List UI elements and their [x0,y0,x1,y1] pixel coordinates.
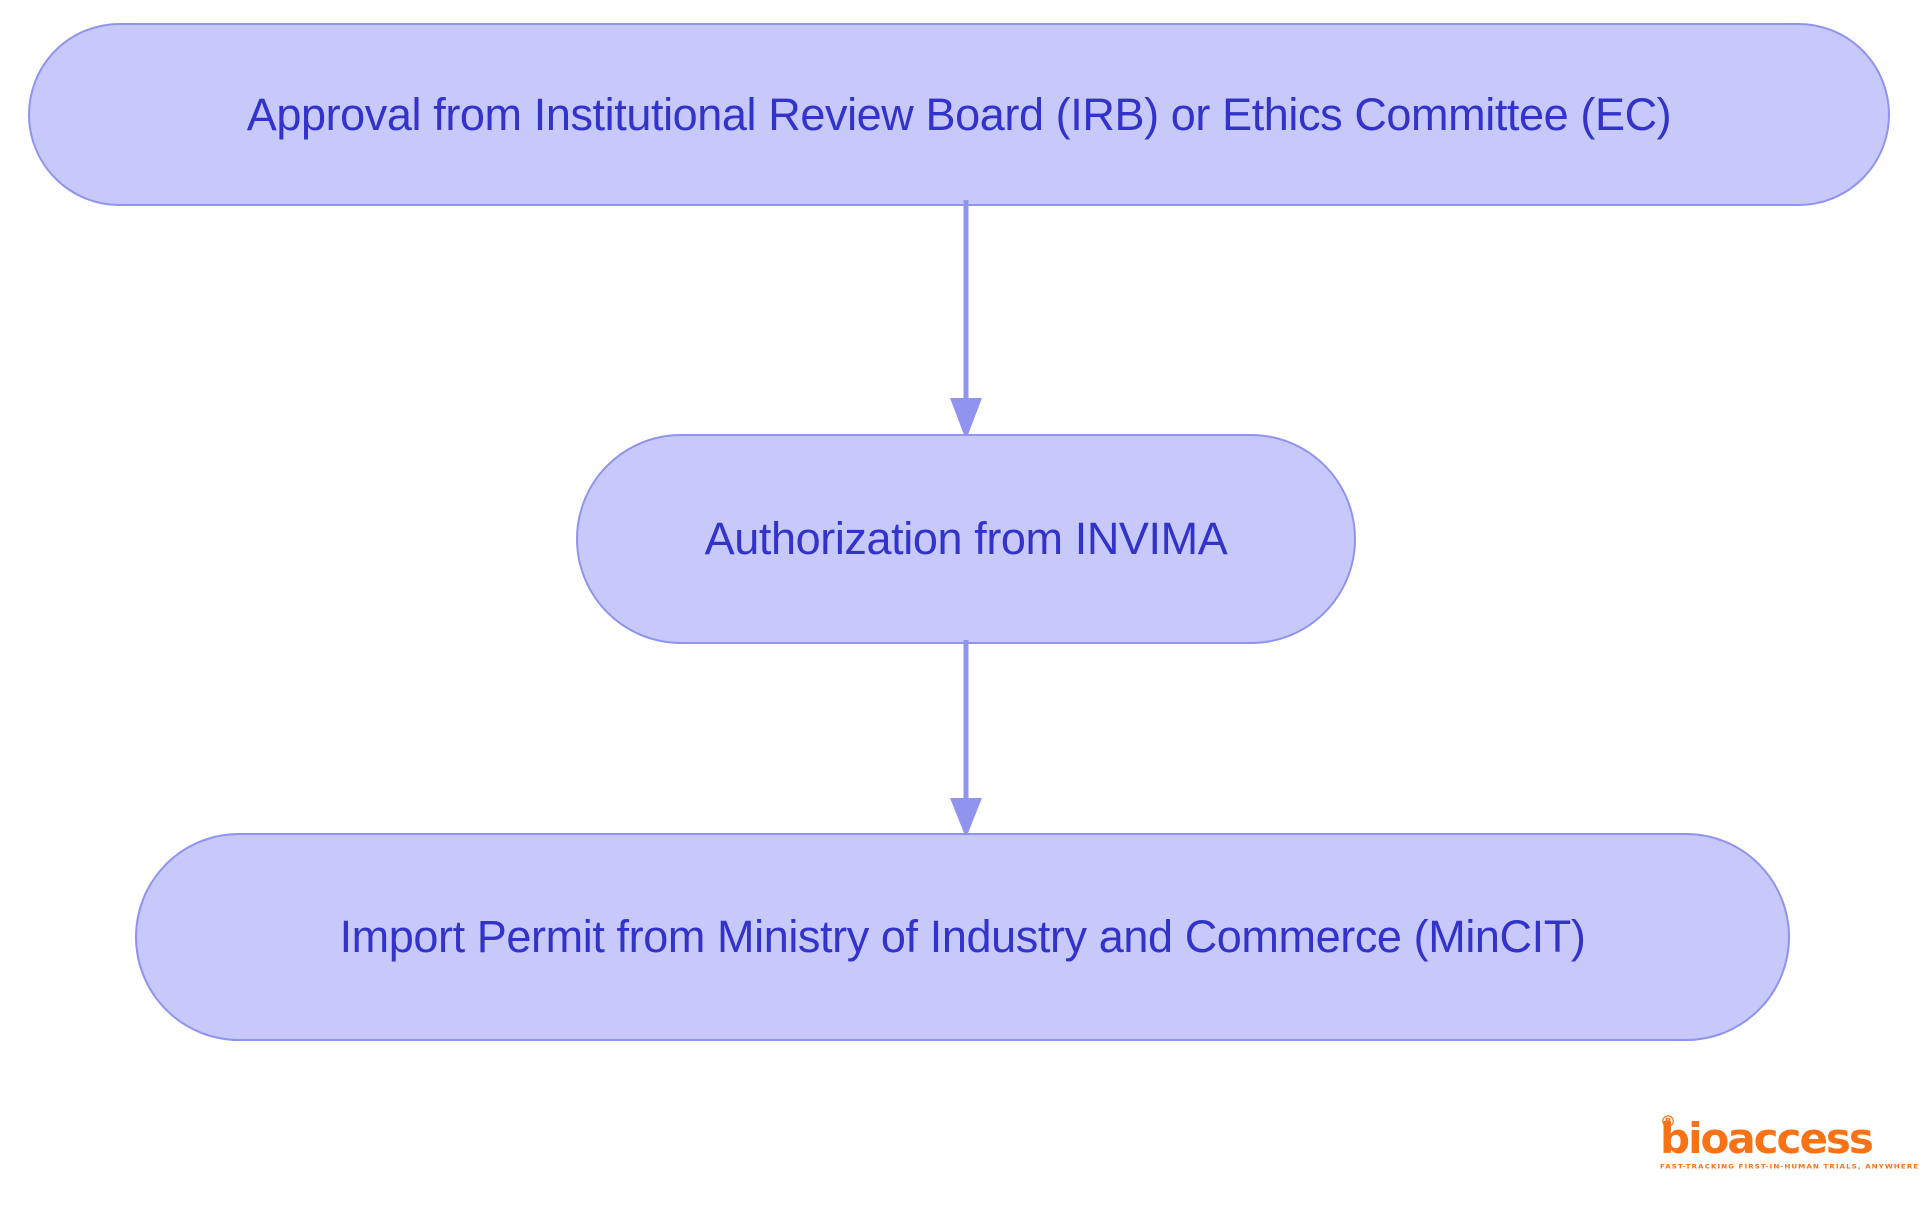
flow-edge-irb-to-invima [950,200,982,440]
down-arrow-icon [950,398,982,440]
flow-node-invima-label: Authorization from INVIMA [704,513,1228,565]
logo-tagline: FAST-TRACKING FIRST-IN-HUMAN TRIALS, ANY… [1660,1162,1920,1171]
flow-edge-invima-to-mincit [950,640,982,838]
flow-node-irb[interactable]: Approval from Institutional Review Board… [28,23,1890,206]
flow-node-mincit-label: Import Permit from Ministry of Industry … [339,911,1586,963]
logo-wordmark-text: bioaccess [1660,1114,1874,1163]
logo-wordmark: bioaccess® [1660,1114,1874,1160]
down-arrow-icon [950,798,982,838]
flow-node-mincit[interactable]: Import Permit from Ministry of Industry … [135,833,1790,1041]
flow-node-irb-label: Approval from Institutional Review Board… [246,88,1672,140]
registered-trademark-icon: ® [1660,1112,1676,1131]
bioaccess-logo: bioaccess® FAST-TRACKING FIRST-IN-HUMAN … [1660,1114,1920,1190]
flow-node-invima[interactable]: Authorization from INVIMA [576,434,1356,644]
